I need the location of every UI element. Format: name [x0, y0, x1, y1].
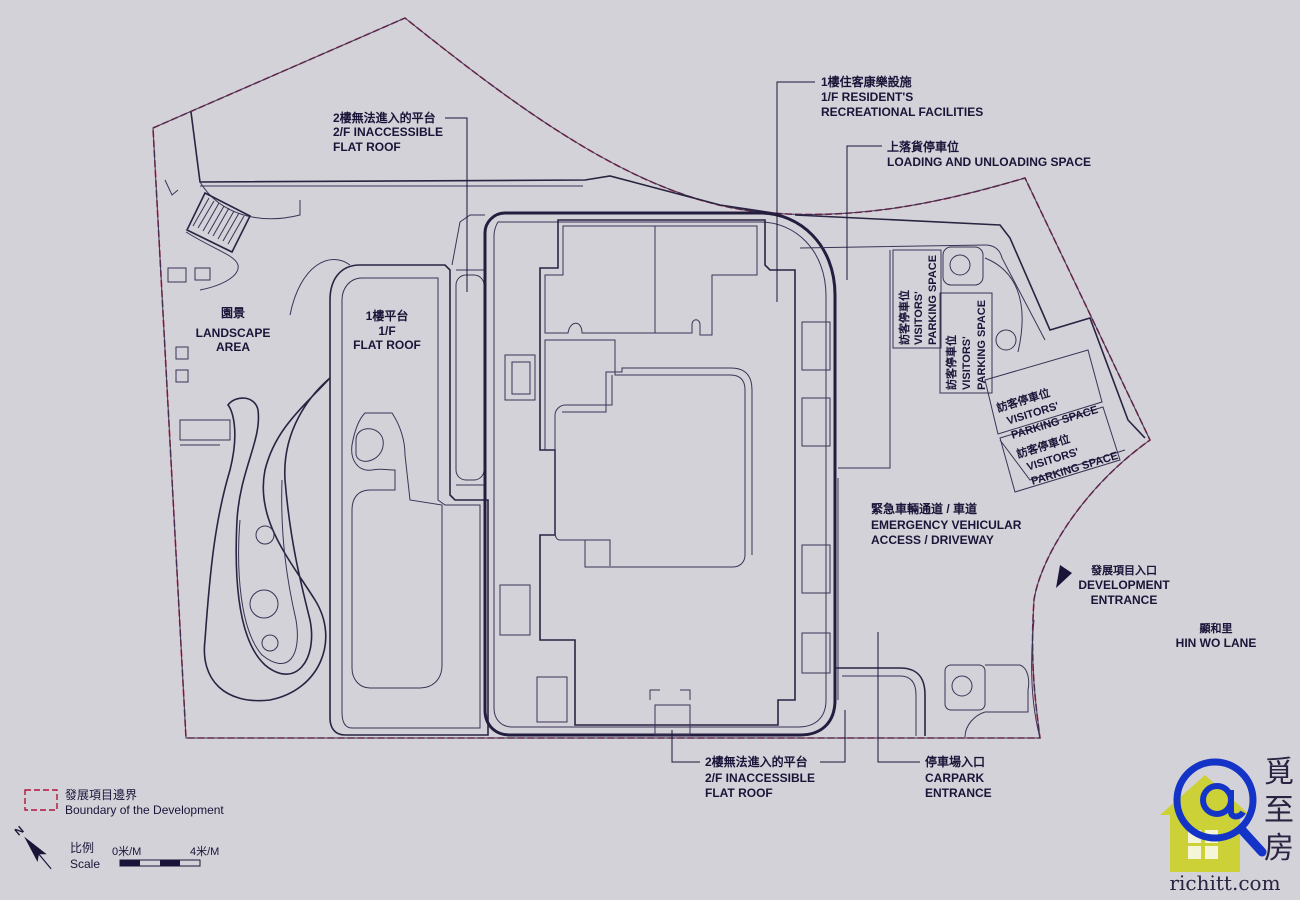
watermark-logo: 覓 至 房 richitt.com [1160, 755, 1294, 895]
label-carpark-entrance: 停車場入口 CARPARK ENTRANCE [877, 632, 992, 800]
flat-roof-1f [329, 214, 489, 736]
legend: 發展項目邊界 Boundary of the Development N 比例 … [13, 787, 225, 871]
svg-text:1/F RESIDENT'S: 1/F RESIDENT'S [821, 90, 913, 104]
staircase [185, 191, 252, 254]
magnifier-icon [1173, 758, 1267, 857]
scale-bar [119, 859, 201, 867]
svg-text:園景: 園景 [221, 306, 245, 320]
svg-text:發展項目邊界: 發展項目邊界 [65, 787, 137, 802]
label-roof-2f-bottom: 2樓無法進入的平台 2/F INACCESSIBLE FLAT ROOF [671, 710, 846, 800]
label-hin-wo-lane: 顯和里 HIN WO LANE [1176, 621, 1257, 650]
svg-text:PARKING SPACE: PARKING SPACE [927, 255, 939, 345]
label-visitor-parking-2c: PARKING SPACE [976, 300, 988, 390]
svg-text:FLAT ROOF: FLAT ROOF [353, 338, 421, 352]
svg-text:2/F INACCESSIBLE: 2/F INACCESSIBLE [333, 125, 443, 139]
svg-text:ENTRANCE: ENTRANCE [925, 786, 992, 800]
svg-text:N: N [13, 824, 27, 838]
garden-path [203, 377, 331, 702]
label-loading-space: 上落貨停車位 LOADING AND UNLOADING SPACE [846, 139, 1091, 280]
svg-text:0米/M: 0米/M [112, 845, 141, 858]
label-development-entrance: 發展項目入口 DEVELOPMENT ENTRANCE [1056, 563, 1170, 607]
svg-text:1樓平台: 1樓平台 [366, 308, 409, 323]
svg-text:4米/M: 4米/M [190, 845, 219, 858]
svg-text:EMERGENCY VEHICULAR: EMERGENCY VEHICULAR [871, 518, 1022, 532]
svg-text:FLAT ROOF: FLAT ROOF [333, 140, 401, 154]
svg-text:LOADING AND UNLOADING SPACE: LOADING AND UNLOADING SPACE [887, 155, 1091, 169]
svg-text:PARKING SPACE: PARKING SPACE [976, 300, 988, 390]
svg-text:訪客停車位: 訪客停車位 [944, 335, 958, 390]
legend-boundary-swatch [24, 789, 58, 811]
label-landscape: 園景 LANDSCAPE AREA [196, 306, 271, 354]
label-flat-roof-1f: 1樓平台 1/F FLAT ROOF [353, 308, 421, 352]
svg-text:訪客停車位: 訪客停車位 [897, 290, 911, 345]
svg-text:RECREATIONAL FACILITIES: RECREATIONAL FACILITIES [821, 105, 983, 119]
svg-text:FLAT ROOF: FLAT ROOF [705, 786, 773, 800]
svg-text:AREA: AREA [216, 340, 250, 354]
watermark-site: richitt.com [1169, 871, 1280, 895]
label-emergency-access: 緊急車輛通道 / 車道 EMERGENCY VEHICULAR ACCESS /… [871, 501, 1022, 547]
svg-text:LANDSCAPE: LANDSCAPE [196, 326, 271, 340]
svg-text:DEVELOPMENT: DEVELOPMENT [1078, 578, 1170, 592]
main-building [483, 211, 837, 737]
svg-text:Boundary of the Development: Boundary of the Development [65, 803, 224, 817]
svg-text:ENTRANCE: ENTRANCE [1091, 593, 1158, 607]
svg-text:2樓無法進入的平台: 2樓無法進入的平台 [705, 754, 808, 769]
label-visitor-parking-3: 訪客停車位 VISITORS' PARKING SPACE [995, 385, 1100, 441]
svg-text:VISITORS': VISITORS' [913, 291, 925, 345]
watermark-char-1: 覓 [1264, 755, 1294, 790]
development-boundary [152, 17, 1152, 739]
svg-text:顯和里: 顯和里 [1200, 621, 1233, 635]
driveway-and-parking [794, 214, 1146, 739]
svg-text:VISITORS': VISITORS' [961, 336, 973, 390]
svg-text:CARPARK: CARPARK [925, 771, 984, 785]
watermark-char-2: 至 [1264, 793, 1294, 828]
house-icon [1160, 775, 1250, 872]
entrance-arrow-icon [1056, 565, 1072, 588]
svg-text:Scale: Scale [70, 857, 100, 871]
landscape-area-lines [164, 111, 781, 702]
svg-text:緊急車輛通道 / 車道: 緊急車輛通道 / 車道 [871, 501, 977, 516]
label-visitor-parking-1: 訪客停車位 [897, 290, 911, 345]
label-visitor-parking-2b: VISITORS' [961, 336, 973, 390]
svg-text:2樓無法進入的平台: 2樓無法進入的平台 [333, 110, 436, 125]
north-arrow-icon: N [13, 824, 52, 870]
label-recreational-facilities: 1樓住客康樂設施 1/F RESIDENT'S RECREATIONAL FAC… [776, 74, 983, 302]
svg-text:ACCESS / DRIVEWAY: ACCESS / DRIVEWAY [871, 533, 994, 547]
label-roof-2f-top: 2樓無法進入的平台 2/F INACCESSIBLE FLAT ROOF [333, 110, 468, 292]
watermark-char-3: 房 [1264, 831, 1294, 866]
svg-text:發展項目入口: 發展項目入口 [1090, 563, 1157, 577]
svg-text:上落貨停車位: 上落貨停車位 [887, 139, 959, 154]
svg-text:HIN WO LANE: HIN WO LANE [1176, 636, 1257, 650]
svg-text:停車場入口: 停車場入口 [925, 754, 985, 769]
svg-text:比例: 比例 [70, 841, 94, 855]
label-visitor-parking-1b: VISITORS' [913, 291, 925, 345]
svg-text:1/F: 1/F [378, 324, 395, 338]
svg-text:1樓住客康樂設施: 1樓住客康樂設施 [821, 74, 912, 89]
label-visitor-parking-1c: PARKING SPACE [927, 255, 939, 345]
label-visitor-parking-2: 訪客停車位 [944, 335, 958, 390]
svg-text:2/F INACCESSIBLE: 2/F INACCESSIBLE [705, 771, 815, 785]
